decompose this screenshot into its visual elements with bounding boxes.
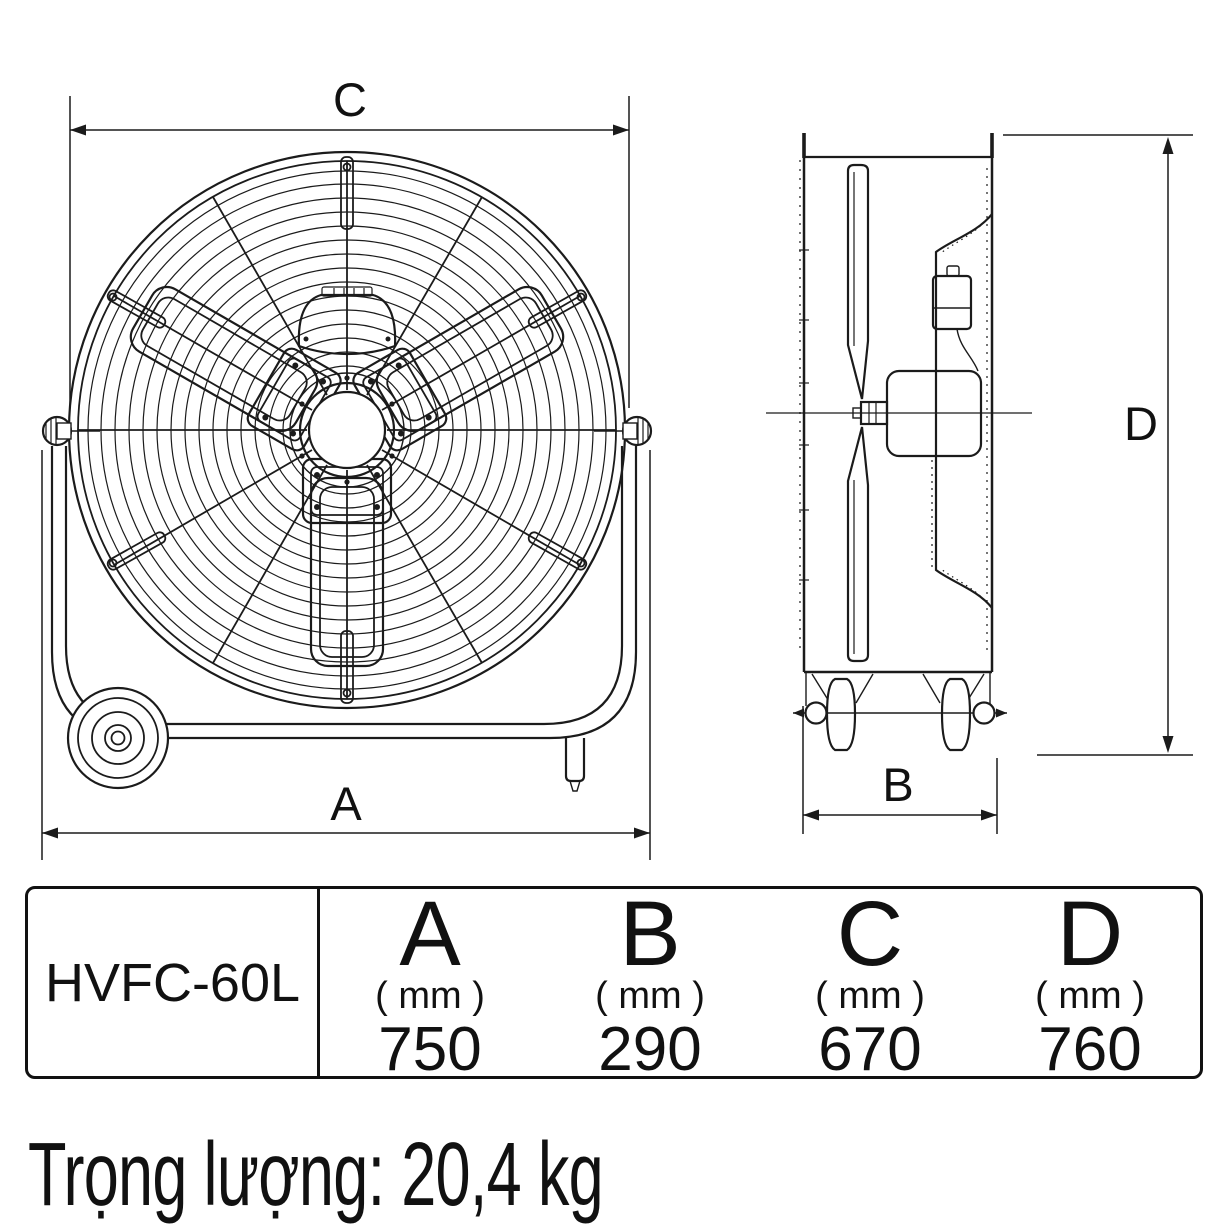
column-d-unit: ( mm ) — [1035, 974, 1145, 1017]
drawing-canvas: C A — [41, 73, 1193, 860]
column-b: B ( mm ) 290 — [540, 883, 760, 1081]
side-view: B D — [766, 133, 1193, 834]
dimension-columns: A ( mm ) 750 B ( mm ) 290 C ( mm ) 670 D… — [320, 883, 1200, 1081]
guard-clip-lower-left — [106, 531, 167, 571]
dim-label-a: A — [330, 777, 362, 830]
dim-label-d: D — [1124, 397, 1158, 450]
weight-text: Trọng lượng: 20,4 kg — [28, 1125, 604, 1225]
column-a-value: 750 — [378, 1014, 482, 1084]
stand-frame — [50, 446, 638, 792]
column-a-unit: ( mm ) — [375, 974, 485, 1017]
guard-spokes — [78, 161, 616, 699]
dim-label-b: B — [882, 758, 913, 811]
dim-label-c: C — [333, 73, 367, 126]
spec-table: HVFC-60L A ( mm ) 750 B ( mm ) 290 C ( m… — [25, 883, 1203, 1081]
dimension-b: B — [802, 706, 998, 834]
column-d-value: 760 — [1038, 1014, 1142, 1084]
guard-clip-upper-right — [527, 289, 588, 329]
column-d: D ( mm ) 760 — [980, 883, 1200, 1081]
side-front-guard — [799, 133, 809, 672]
guard-clip-upper-left — [106, 289, 167, 329]
front-view: C A — [41, 73, 653, 860]
column-c: C ( mm ) 670 — [760, 883, 980, 1081]
column-b-unit: ( mm ) — [595, 974, 705, 1017]
side-capacitor — [931, 265, 979, 372]
side-wheels — [793, 677, 1007, 752]
guard-clip-lower-right — [527, 531, 588, 571]
pivot-knob-left — [41, 415, 100, 447]
capacitor-wire — [956, 328, 979, 372]
guard-clip-bottom — [340, 630, 354, 704]
side-blade-lower — [846, 426, 870, 663]
column-c-unit: ( mm ) — [815, 974, 925, 1017]
column-c-letter: C — [836, 883, 904, 985]
column-a-letter: A — [399, 883, 461, 985]
dimension-a: A — [41, 450, 651, 860]
column-b-value: 290 — [598, 1014, 702, 1084]
dimension-d: D — [1003, 134, 1193, 756]
guard-clip-top — [340, 156, 354, 230]
dimension-c: C — [69, 73, 630, 408]
side-rear-housing — [804, 133, 994, 672]
pivot-knob-right — [594, 415, 653, 447]
side-blade-upper — [846, 163, 870, 400]
wheel — [66, 686, 170, 790]
column-d-letter: D — [1056, 883, 1124, 985]
model-cell: HVFC-60L — [28, 889, 320, 1076]
foot-stub — [564, 738, 586, 792]
column-b-letter: B — [619, 883, 681, 985]
column-a: A ( mm ) 750 — [320, 883, 540, 1081]
column-c-value: 670 — [818, 1014, 922, 1084]
hub — [289, 372, 405, 488]
